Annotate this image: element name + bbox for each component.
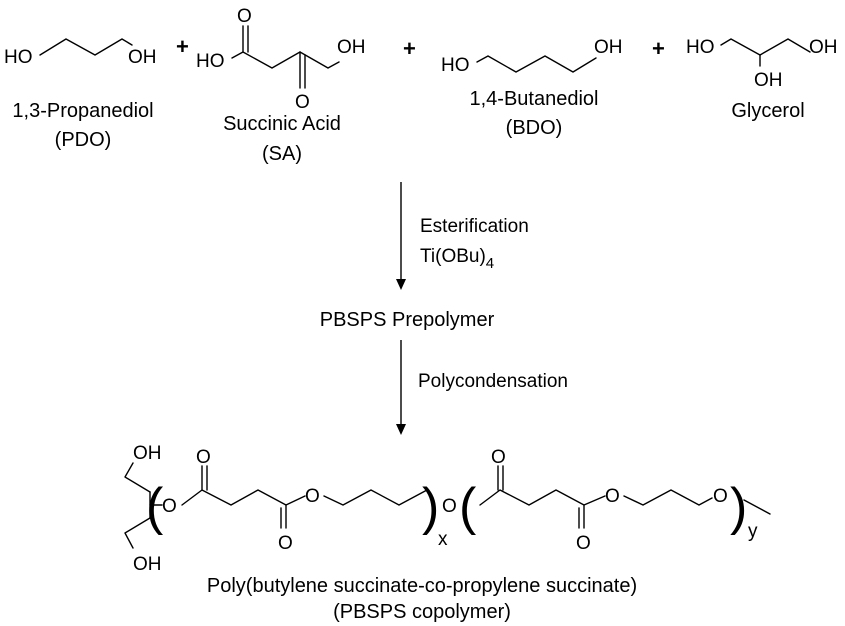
block1-carbonyl-o-1: O — [196, 447, 211, 468]
block2-acid-chain-bond — [479, 489, 606, 506]
catalyst-formula: Ti(OBu) — [420, 246, 486, 267]
sa-carbonyl-o-2: O — [295, 92, 310, 113]
reaction-arrow-2-head — [396, 424, 406, 435]
block2-close-paren: ) — [730, 478, 747, 536]
block1-open-paren: ( — [146, 478, 164, 536]
plus-sign-2: + — [403, 36, 416, 61]
copolymer-structure: OH OH ( O O O O ) x O ( O O O O ) y — [124, 443, 771, 575]
pdo-abbr: (PDO) — [55, 129, 112, 151]
block2-carbonyl-o-2: O — [576, 533, 591, 554]
pdo-name: 1,3-Propanediol — [12, 100, 153, 122]
sa-carbonyl-o-1: O — [237, 6, 252, 27]
pdo-structure: HO OH — [4, 38, 157, 68]
glycerol-ho-label: HO — [686, 37, 715, 58]
pdo-ho-label: HO — [4, 47, 33, 68]
block2-subscript-y: y — [748, 521, 758, 542]
sa-ho-label: HO — [196, 51, 225, 72]
product-abbr: (PBSPS copolymer) — [333, 601, 511, 623]
bdo-chain-bond — [476, 55, 597, 73]
product-oh-bottom: OH — [133, 554, 162, 575]
glycerol-oh-label-middle: OH — [754, 70, 783, 91]
product-oh-top: OH — [133, 443, 162, 464]
glycerol-oh-label-end: OH — [809, 37, 838, 58]
sa-abbr: (SA) — [262, 143, 302, 165]
core-lower-arm-bond — [124, 517, 151, 549]
block1-ester-o-1: O — [162, 496, 177, 517]
core-upper-arm-bond — [124, 462, 151, 493]
block2-open-paren: ( — [459, 478, 477, 536]
reaction-arrow-1-head — [396, 279, 406, 290]
pdo-chain-bond — [39, 38, 133, 56]
bdo-oh-label: OH — [594, 37, 623, 58]
bdo-ho-label: HO — [441, 55, 470, 76]
block1-ester-o-2: O — [305, 486, 320, 507]
esterification-label: Esterification — [420, 216, 529, 237]
block2-propylene-bond — [623, 489, 713, 506]
sa-name: Succinic Acid — [223, 113, 341, 135]
block2-carbonyl-o-1: O — [491, 447, 506, 468]
glycerol-name: Glycerol — [731, 100, 804, 122]
block1-carbonyl-o-2: O — [278, 533, 293, 554]
sa-structure: HO O O OH — [196, 6, 366, 113]
prepolymer-label: PBSPS Prepolymer — [320, 309, 495, 331]
block1-subscript-x: x — [438, 529, 448, 550]
catalyst-subscript: 4 — [486, 255, 494, 272]
polycondensation-label: Polycondensation — [418, 371, 568, 392]
block1-acid-chain-bond — [181, 489, 306, 506]
bdo-name: 1,4-Butanediol — [470, 88, 599, 110]
block1-butylene-bond — [323, 489, 428, 506]
bdo-structure: HO OH — [441, 37, 623, 76]
plus-sign-1: + — [176, 34, 189, 59]
sa-chain-bond — [231, 51, 340, 69]
block2-terminal-o: O — [713, 486, 728, 507]
plus-sign-3: + — [652, 36, 665, 61]
terminal-end-bond — [743, 499, 771, 515]
sa-oh-label: OH — [337, 37, 366, 58]
block1-close-paren: ) — [422, 478, 439, 536]
pdo-oh-label: OH — [128, 47, 157, 68]
bridge-ester-o: O — [442, 496, 457, 517]
block2-ester-o: O — [605, 486, 620, 507]
glycerol-chain-bond — [720, 38, 811, 56]
glycerol-structure: HO OH OH — [686, 37, 838, 91]
product-name: Poly(butylene succinate-co-propylene suc… — [207, 575, 637, 597]
catalyst-label: Ti(OBu)4 — [420, 246, 494, 272]
bdo-abbr: (BDO) — [506, 117, 563, 139]
